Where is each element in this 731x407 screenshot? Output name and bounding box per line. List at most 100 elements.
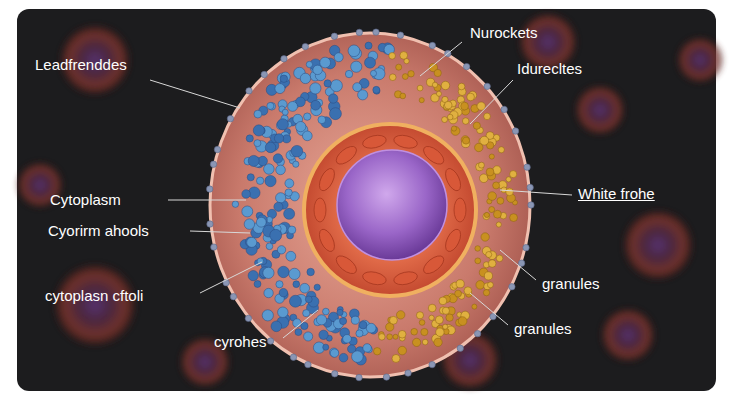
- membrane-receptor: [397, 32, 403, 38]
- yellow-granule: [387, 334, 393, 340]
- membrane-receptor: [373, 29, 379, 35]
- blue-granule: [343, 335, 352, 344]
- blue-granule: [319, 330, 328, 339]
- yellow-granule: [489, 207, 495, 213]
- part-label: granules: [542, 275, 600, 293]
- blue-granule: [242, 206, 253, 217]
- blue-granule: [286, 251, 296, 261]
- blue-granule: [262, 310, 273, 321]
- yellow-granule: [476, 163, 484, 171]
- membrane-receptor: [524, 164, 530, 170]
- blue-granule: [285, 189, 292, 196]
- blue-granule: [296, 121, 306, 131]
- yellow-granule: [435, 316, 443, 324]
- part-label: granules: [514, 320, 572, 338]
- blue-granule: [265, 142, 276, 153]
- blue-granule: [373, 86, 380, 93]
- yellow-granule: [390, 316, 398, 324]
- membrane-receptor: [302, 43, 308, 49]
- blue-granule: [254, 280, 261, 287]
- yellow-granule: [421, 328, 428, 335]
- blue-granule: [330, 349, 338, 357]
- yellow-granule: [396, 311, 404, 319]
- yellow-granule: [510, 214, 518, 222]
- yellow-granule: [462, 118, 469, 125]
- blue-granule: [366, 323, 376, 333]
- blue-granule: [244, 219, 254, 229]
- membrane-receptor: [332, 371, 338, 377]
- membrane-receptor: [484, 83, 490, 89]
- membrane-receptor: [405, 370, 411, 376]
- blue-granule: [337, 309, 343, 315]
- blue-granule: [305, 296, 312, 303]
- membrane-receptor: [383, 374, 389, 380]
- blue-granule: [300, 73, 310, 83]
- blue-granule: [295, 329, 302, 336]
- blue-granule: [274, 134, 283, 143]
- yellow-granule: [455, 290, 462, 297]
- dark-panel: [17, 9, 716, 391]
- blue-granule: [274, 202, 283, 211]
- part-label: White frohe: [578, 185, 655, 203]
- yellow-granule: [392, 354, 400, 362]
- yellow-granule: [422, 339, 428, 345]
- blue-granule: [271, 321, 282, 332]
- membrane-receptor: [509, 284, 515, 290]
- white-blood-cell: [206, 29, 534, 381]
- blue-granule: [365, 42, 372, 49]
- yellow-granule: [493, 182, 500, 189]
- nuclear-fold: [333, 253, 359, 277]
- yellow-granule: [475, 143, 483, 151]
- membrane-receptor: [474, 330, 480, 336]
- membrane-receptor: [206, 186, 212, 192]
- membrane-receptor: [457, 345, 463, 351]
- nuclear-fold: [361, 133, 387, 150]
- membrane-receptor: [512, 128, 518, 134]
- yellow-granule: [476, 281, 485, 290]
- nuclear-fold: [393, 270, 419, 287]
- blue-granule: [273, 154, 282, 163]
- membrane-receptor: [230, 293, 236, 299]
- yellow-granule: [479, 174, 488, 183]
- blue-granule: [345, 70, 352, 77]
- leader-lines: [150, 42, 572, 338]
- blue-granule: [247, 237, 257, 247]
- yellow-granule: [475, 246, 481, 252]
- blue-granule: [302, 131, 312, 141]
- blue-granule: [276, 193, 286, 203]
- yellow-granule: [389, 74, 396, 81]
- yellow-granule: [436, 328, 444, 336]
- yellow-granule: [458, 83, 465, 90]
- membrane-receptor: [523, 244, 529, 250]
- yellow-granule: [419, 98, 424, 103]
- blue-granule: [348, 45, 360, 57]
- yellow-granule: [489, 154, 494, 159]
- yellow-granule: [400, 52, 408, 60]
- blue-granule: [314, 284, 320, 290]
- part-label: cytoplasn cftoli: [45, 287, 143, 305]
- blue-granule: [323, 344, 329, 350]
- yellow-granule: [451, 126, 460, 135]
- blue-granule: [248, 270, 258, 280]
- nuclear-fold: [454, 198, 466, 222]
- yellow-granule: [493, 210, 501, 218]
- yellow-granule: [411, 328, 418, 335]
- blue-granule: [254, 110, 262, 118]
- blue-granule: [278, 266, 289, 277]
- yellow-granule: [510, 171, 517, 178]
- blue-granule: [291, 145, 303, 157]
- blue-granule: [265, 175, 276, 186]
- yellow-granule: [497, 197, 504, 204]
- yellow-granule: [451, 126, 456, 131]
- blue-granule: [232, 201, 238, 207]
- yellow-granule: [458, 317, 467, 326]
- blue-granule: [278, 307, 289, 318]
- membrane-receptor: [528, 202, 534, 208]
- membrane-receptor: [227, 115, 233, 121]
- yellow-granule: [393, 334, 398, 339]
- yellow-granule: [481, 233, 489, 241]
- yellow-granule: [462, 137, 469, 144]
- part-label: cyrohes: [214, 333, 267, 351]
- blue-granule: [254, 140, 261, 147]
- yellow-granule: [484, 113, 491, 120]
